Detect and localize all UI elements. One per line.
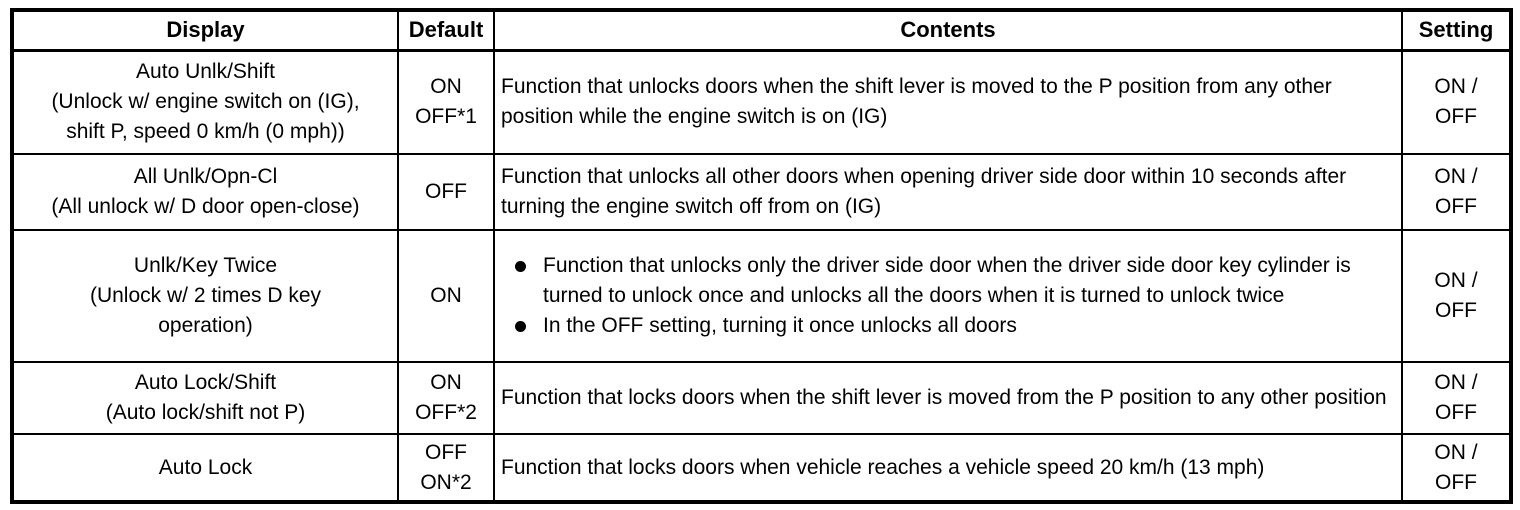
table-row: Unlk/Key Twice (Unlock w/ 2 times D key … xyxy=(11,229,1512,363)
contents-cell: Function that unlocks all other doors wh… xyxy=(493,153,1403,231)
display-cell: All Unlk/Opn-Cl (All unlock w/ D door op… xyxy=(11,153,399,231)
contents-cell: Function that unlocks doors when the shi… xyxy=(493,49,1403,155)
display-cell: Unlk/Key Twice (Unlock w/ 2 times D key … xyxy=(11,229,399,363)
default-cell: ON OFF*1 xyxy=(397,49,495,155)
setting-cell: ON / OFF xyxy=(1401,49,1512,155)
display-cell: Auto Lock/Shift (Auto lock/shift not P) xyxy=(11,361,399,435)
contents-bullet-item: In the OFF setting, turning it once unlo… xyxy=(501,311,1395,341)
default-cell: ON xyxy=(397,229,495,363)
display-cell: Auto Lock xyxy=(11,433,399,503)
default-cell: OFF xyxy=(397,153,495,231)
setting-cell: ON / OFF xyxy=(1401,229,1512,363)
setting-cell: ON / OFF xyxy=(1401,433,1512,503)
default-cell: ON OFF*2 xyxy=(397,361,495,435)
bullet-icon xyxy=(515,321,526,332)
contents-bullet-list: Function that unlocks only the driver si… xyxy=(501,249,1395,343)
contents-cell: Function that locks doors when the shift… xyxy=(493,361,1403,435)
setting-cell: ON / OFF xyxy=(1401,153,1512,231)
table-row: All Unlk/Opn-Cl (All unlock w/ D door op… xyxy=(11,153,1512,231)
col-header-setting: Setting xyxy=(1401,9,1512,52)
table-row: Auto Lock/Shift (Auto lock/shift not P) … xyxy=(11,361,1512,435)
bullet-text: Function that unlocks only the driver si… xyxy=(543,254,1351,307)
col-header-display: Display xyxy=(11,9,399,52)
table-row: Auto Unlk/Shift (Unlock w/ engine switch… xyxy=(11,49,1512,155)
bullet-icon xyxy=(515,261,526,272)
display-cell: Auto Unlk/Shift (Unlock w/ engine switch… xyxy=(11,49,399,155)
contents-cell: Function that unlocks only the driver si… xyxy=(493,229,1403,363)
col-header-default: Default xyxy=(397,9,495,52)
door-lock-settings-table: Display Default Contents Setting Auto Un… xyxy=(10,8,1513,504)
default-cell: OFF ON*2 xyxy=(397,433,495,503)
contents-cell: Function that locks doors when vehicle r… xyxy=(493,433,1403,503)
setting-cell: ON / OFF xyxy=(1401,361,1512,435)
header-row: Display Default Contents Setting xyxy=(11,9,1512,52)
contents-bullet-item: Function that unlocks only the driver si… xyxy=(501,251,1395,311)
col-header-contents: Contents xyxy=(493,9,1403,52)
table-row: Auto Lock OFF ON*2 Function that locks d… xyxy=(11,433,1512,503)
bullet-text: In the OFF setting, turning it once unlo… xyxy=(543,314,1017,337)
